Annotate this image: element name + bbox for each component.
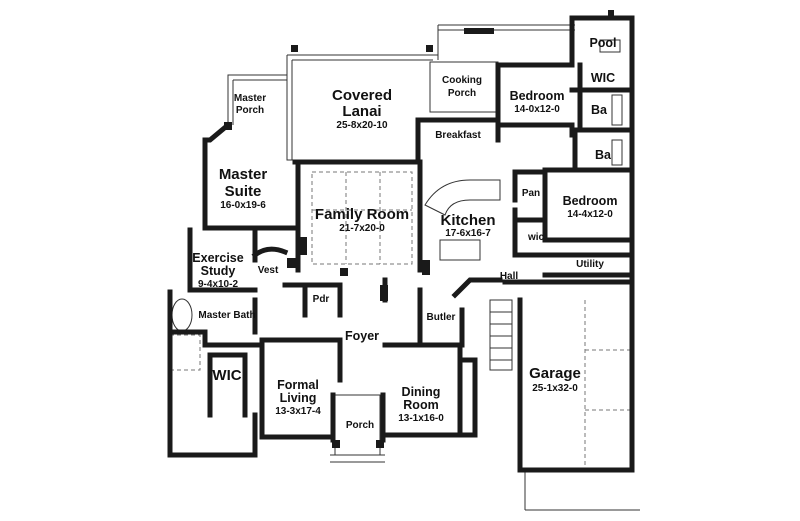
label-dining-dim: 13-1x16-0 xyxy=(398,413,444,424)
label-dining-2: Room xyxy=(403,398,438,412)
label-bath-1: Ba xyxy=(591,103,608,117)
label-master-porch-2: Porch xyxy=(236,105,264,116)
label-exercise-dim: 9-4x10-2 xyxy=(198,279,238,290)
label-vest: Vest xyxy=(258,265,279,276)
label-master-suite-dim: 16-0x19-6 xyxy=(220,200,266,211)
label-covered-lanai-dim: 25-8x20-10 xyxy=(336,120,388,131)
label-pantry: Pan xyxy=(522,188,540,199)
label-bedroom-2-dim: 14-4x12-0 xyxy=(567,209,613,220)
label-wic-top: WIC xyxy=(591,71,615,85)
label-pool: Pool xyxy=(589,36,616,50)
label-family-room: Family Room xyxy=(315,206,409,223)
label-breakfast: Breakfast xyxy=(435,130,481,141)
label-formal-living-1: Formal xyxy=(277,378,319,392)
columns xyxy=(224,10,614,448)
label-master-suite-1: Master xyxy=(219,166,268,183)
label-wic-bottom: WIC xyxy=(212,367,241,384)
label-covered-lanai-2: Lanai xyxy=(342,103,381,120)
label-master-bath: Master Bath xyxy=(198,310,255,321)
label-master-suite-2: Suite xyxy=(225,183,262,200)
label-dining-1: Dining xyxy=(402,385,441,399)
label-family-room-dim: 21-7x20-0 xyxy=(339,223,385,234)
label-bedroom-1: Bedroom xyxy=(510,89,565,103)
label-bedroom-1-dim: 14-0x12-0 xyxy=(514,104,560,115)
label-hall: Hall xyxy=(500,271,519,282)
label-exercise-2: Study xyxy=(201,264,236,278)
label-kitchen: Kitchen xyxy=(440,212,495,229)
label-formal-living-2: Living xyxy=(280,391,317,405)
label-foyer: Foyer xyxy=(345,329,379,343)
label-powder: Pdr xyxy=(313,294,330,305)
label-cooking-porch-1: Cooking xyxy=(442,75,482,86)
walls xyxy=(167,15,635,473)
label-garage-dim: 25-1x32-0 xyxy=(532,383,578,394)
label-wic-mid: wic xyxy=(527,232,545,243)
label-master-porch-1: Master xyxy=(234,93,266,104)
label-cooking-porch-2: Porch xyxy=(448,88,476,99)
porch-outlines xyxy=(169,24,640,511)
label-exercise-1: Exercise xyxy=(192,251,243,265)
label-bedroom-2: Bedroom xyxy=(563,194,618,208)
label-bath-2: Ba xyxy=(595,148,612,162)
label-utility: Utility xyxy=(576,259,604,270)
label-butler: Butler xyxy=(427,312,456,323)
label-porch: Porch xyxy=(346,420,374,431)
label-kitchen-dim: 17-6x16-7 xyxy=(445,228,491,239)
label-garage: Garage xyxy=(529,365,581,382)
room-labels: Pool WIC Bedroom 14-0x12-0 Ba Ba Cooking… xyxy=(192,36,617,431)
label-covered-lanai-1: Covered xyxy=(332,87,392,104)
label-formal-living-dim: 13-3x17-4 xyxy=(275,406,321,417)
